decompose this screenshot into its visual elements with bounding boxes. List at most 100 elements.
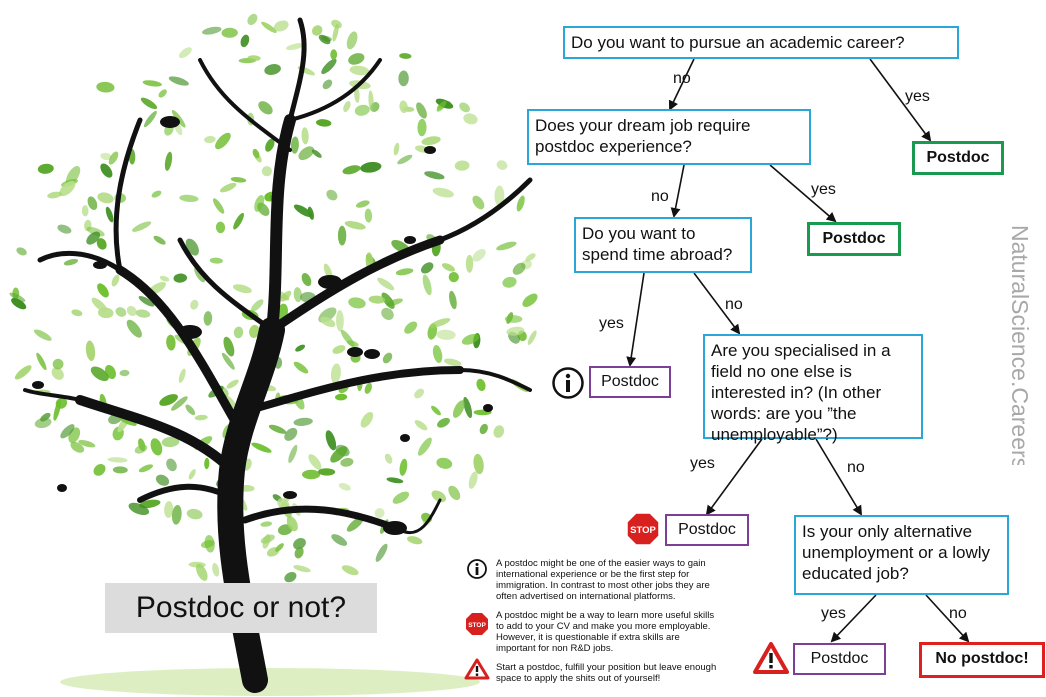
leaf: [301, 127, 309, 145]
leaf: [502, 276, 517, 288]
leaf: [340, 329, 355, 348]
leaf: [417, 118, 427, 137]
leaf: [135, 309, 151, 318]
leaf: [100, 152, 112, 161]
leaf: [247, 55, 261, 61]
leaf: [316, 119, 332, 127]
leaf: [414, 388, 425, 399]
leaf: [254, 194, 265, 212]
leaf: [318, 468, 336, 476]
leaf: [424, 171, 445, 180]
brand-text: NaturalScience.Careers: [1007, 225, 1033, 465]
leaf: [51, 367, 64, 380]
leaf: [368, 90, 374, 112]
leaf: [294, 546, 304, 559]
leaf: [374, 508, 385, 519]
leaf: [472, 195, 485, 210]
leaf: [301, 273, 312, 287]
leaf: [96, 238, 107, 250]
leaf: [250, 299, 264, 312]
leaf: [476, 378, 486, 391]
svg-text:STOP: STOP: [468, 622, 486, 629]
leaf: [230, 177, 247, 183]
leaf: [293, 204, 313, 218]
leaf: [364, 208, 373, 223]
question-academic-career: Do you want to pursue an academic career…: [563, 26, 959, 59]
leaf: [63, 258, 79, 266]
outcome-postdoc-abroad: Postdoc: [589, 366, 671, 398]
leaf: [275, 543, 284, 552]
leaf: [126, 305, 137, 317]
leaf: [432, 345, 443, 363]
leaf: [452, 400, 465, 418]
leaf: [144, 110, 157, 128]
leaf: [178, 368, 186, 383]
outcome-label: No postdoc!: [935, 650, 1029, 667]
leaf: [459, 102, 470, 113]
leaf: [150, 438, 163, 456]
leaf: [295, 344, 306, 352]
brand-logo: NaturalScience.Careers: [1007, 225, 1033, 465]
leaf: [397, 154, 413, 165]
leaf: [164, 151, 173, 171]
leaf: [422, 274, 432, 296]
leaf: [233, 212, 244, 230]
leaf: [346, 516, 364, 532]
outcome-label: Postdoc: [678, 521, 736, 538]
leaf: [186, 508, 203, 520]
leaf: [493, 425, 505, 438]
leaf: [105, 206, 114, 223]
leaf: [151, 190, 162, 198]
leaf: [377, 277, 395, 291]
leaf: [204, 135, 216, 144]
leaf: [194, 414, 208, 421]
leaf: [232, 284, 252, 294]
leaf: [441, 263, 456, 272]
leaf: [252, 148, 260, 159]
leaf: [330, 49, 338, 60]
leaf: [142, 80, 162, 87]
leaf: [37, 163, 54, 174]
leaf: [436, 100, 447, 112]
leaf: [465, 254, 474, 273]
leaf: [233, 326, 244, 339]
question-time-abroad: Do you want to spend time abroad?: [574, 217, 752, 273]
outcome-no-postdoc: No postdoc!: [919, 642, 1045, 678]
leaf: [386, 477, 404, 484]
leaf: [284, 427, 298, 441]
leaf: [264, 64, 281, 75]
leaf: [260, 521, 273, 527]
leaf: [325, 430, 337, 451]
leaf: [461, 333, 480, 345]
leaf: [349, 65, 370, 76]
leaf: [420, 262, 434, 274]
leaf: [240, 34, 250, 48]
leaf: [496, 160, 508, 170]
note-warning-text: Start a postdoc, fulfill your position b…: [496, 662, 717, 684]
leaf: [431, 490, 447, 503]
leaf: [203, 311, 213, 326]
outcome-label: Postdoc: [926, 149, 990, 166]
leaf: [381, 307, 394, 320]
outcome-postdoc-academic: Postdoc: [912, 141, 1004, 175]
leaf: [360, 161, 382, 173]
leaf: [47, 191, 63, 199]
leaf: [293, 417, 313, 427]
leaf: [335, 310, 344, 332]
edge-label-q4-no: no: [847, 459, 865, 476]
leaf: [268, 424, 287, 434]
leaf: [85, 340, 96, 362]
leaf: [293, 538, 306, 550]
leaf: [421, 136, 441, 146]
leaf: [429, 318, 451, 328]
leaf: [171, 504, 182, 525]
leaf: [155, 474, 170, 486]
question-text: Do you want to pursue an academic career…: [571, 33, 905, 52]
leaf: [522, 293, 538, 308]
leaf: [36, 352, 47, 371]
leaf: [437, 417, 450, 428]
leaf: [166, 458, 177, 472]
leaf: [111, 274, 120, 287]
leaf: [322, 79, 333, 90]
stop-sign-icon: STOP: [466, 613, 488, 635]
